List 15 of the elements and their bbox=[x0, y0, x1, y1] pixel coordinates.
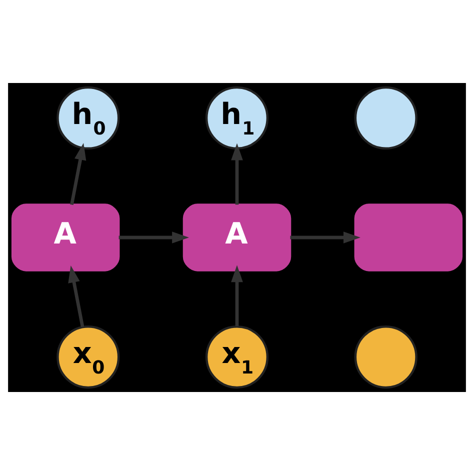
node-box: A bbox=[11, 203, 120, 271]
arrow bbox=[118, 231, 190, 243]
arrow bbox=[68, 265, 84, 327]
node-box bbox=[354, 203, 463, 271]
node-box: A bbox=[182, 203, 292, 271]
node-circle: x$_{1}$ bbox=[205, 324, 269, 388]
arrow bbox=[231, 142, 243, 204]
node-circle bbox=[354, 324, 418, 388]
node-circle: x$_{0}$ bbox=[56, 324, 120, 388]
node-circle: h$_{0}$ bbox=[56, 86, 120, 150]
arrow bbox=[231, 264, 243, 326]
node-circle bbox=[354, 86, 418, 150]
arrow bbox=[290, 231, 360, 243]
node-circle: h$_{1}$ bbox=[205, 86, 269, 150]
arrow bbox=[70, 142, 86, 204]
